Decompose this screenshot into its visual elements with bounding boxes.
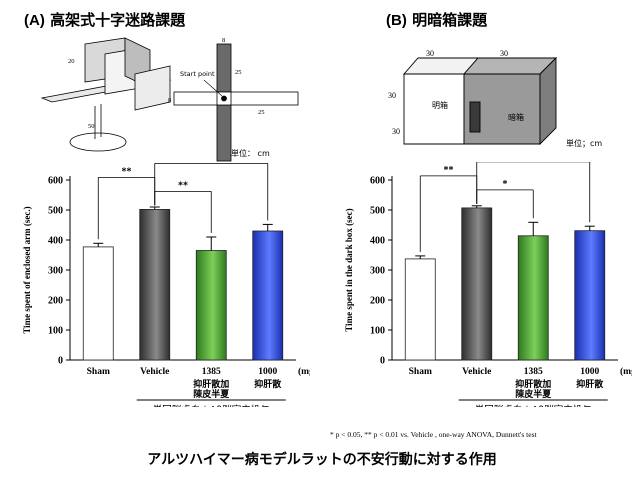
y-axis-label: Time spent in the dark box (sec) xyxy=(344,208,354,331)
x-tick-sublabel: 陳皮半夏 xyxy=(193,388,230,400)
bar xyxy=(574,230,606,361)
panel-a-title: (A) 高架式十字迷路課題 xyxy=(24,9,185,30)
significance-label: * xyxy=(503,179,508,190)
dose-unit-label: (mg/kg ) xyxy=(298,366,310,377)
y-tick-label: 0 xyxy=(58,356,63,367)
y-tick-label: 400 xyxy=(370,236,385,247)
x-tick-label: 1000 xyxy=(258,367,277,377)
panel-b-title-text: 明暗箱課題 xyxy=(412,11,488,29)
x-tick-label: 1000 xyxy=(580,367,599,377)
x-tick-label: Sham xyxy=(87,367,110,377)
y-tick-label: 500 xyxy=(370,206,385,217)
x-tick-label: 1385 xyxy=(524,367,543,377)
significance-label: ** xyxy=(178,180,188,191)
y-tick-label: 400 xyxy=(48,236,63,247)
significance-label: ** xyxy=(444,165,454,176)
dim-label: 25 xyxy=(235,69,242,76)
y-tick-label: 600 xyxy=(48,176,63,187)
dose-unit-label: (mg/kg ) xyxy=(620,366,632,377)
elevated-plus-maze-diagram: 20 50 Start point 8 25 8 25 xyxy=(40,37,299,162)
x-tick-sublabel: 抑肝散加 xyxy=(515,378,551,390)
y-tick-label: 200 xyxy=(370,296,385,307)
dim-label: 30 xyxy=(392,127,400,136)
bar xyxy=(195,250,227,361)
y-tick-label: 200 xyxy=(48,296,63,307)
panel-b-title: (B) 明暗箱課題 xyxy=(386,9,487,30)
panel-b-unit-note: 単位；cm xyxy=(566,139,603,148)
x-tick-sublabel: 抑肝散 xyxy=(254,378,282,390)
bar xyxy=(461,207,493,361)
bar xyxy=(139,209,171,361)
y-tick-label: 300 xyxy=(370,266,385,277)
y-tick-label: 600 xyxy=(370,176,385,187)
bar xyxy=(517,235,549,361)
x-tick-label: Vehicle xyxy=(462,367,491,377)
panel-a-unit-note: 単位： cm xyxy=(231,149,270,158)
dark-box-label: 暗箱 xyxy=(508,112,524,122)
bar xyxy=(82,246,114,361)
dim-label: 50 xyxy=(88,123,95,130)
bar xyxy=(252,230,284,361)
dim-label: 8 xyxy=(222,37,225,44)
dim-label: 25 xyxy=(258,109,265,116)
panel-a-tag: (A) xyxy=(24,12,45,29)
main-title: アルツハイマー病モデルラットの不安行動に対する作用 xyxy=(147,452,497,468)
light-box-label: 明箱 xyxy=(432,100,448,110)
dim-label: 30 xyxy=(500,49,508,58)
x-tick-sublabel: 抑肝散加 xyxy=(193,378,229,390)
x-tick-sublabel: 陳皮半夏 xyxy=(515,388,552,400)
panel-b-tag: (B) xyxy=(386,12,407,29)
significance-label: ** xyxy=(206,162,216,163)
dim-label: 30 xyxy=(388,91,396,100)
light-dark-box-diagram: 明箱 暗箱 30 30 30 30 xyxy=(388,49,558,146)
treatment-label: 単回脳虚血＋Aβ脳室内投与 xyxy=(475,404,592,407)
dim-label: 30 xyxy=(426,49,434,58)
significance-label: ** xyxy=(122,166,132,177)
dim-label: 20 xyxy=(68,58,75,65)
x-tick-label: 1385 xyxy=(202,367,221,377)
x-tick-sublabel: 抑肝散 xyxy=(576,378,604,390)
y-tick-label: 300 xyxy=(48,266,63,277)
significance-footnote: * p < 0.05, ** p < 0.01 vs. Vehicle , on… xyxy=(330,430,537,439)
treatment-label: 単回脳虚血＋Aβ脳室内投与 xyxy=(153,404,270,407)
bar xyxy=(404,258,436,361)
dim-label: 8 xyxy=(168,97,171,104)
panel-a-title-text: 高架式十字迷路課題 xyxy=(50,11,186,29)
y-axis-label: Time spent of enclosed arm (sec.) xyxy=(22,206,32,333)
x-tick-label: Vehicle xyxy=(140,367,169,377)
y-tick-label: 500 xyxy=(48,206,63,217)
x-tick-label: Sham xyxy=(409,367,432,377)
y-tick-label: 0 xyxy=(380,356,385,367)
start-point-label: Start point xyxy=(180,70,215,78)
y-tick-label: 100 xyxy=(370,326,385,337)
y-tick-label: 100 xyxy=(48,326,63,337)
